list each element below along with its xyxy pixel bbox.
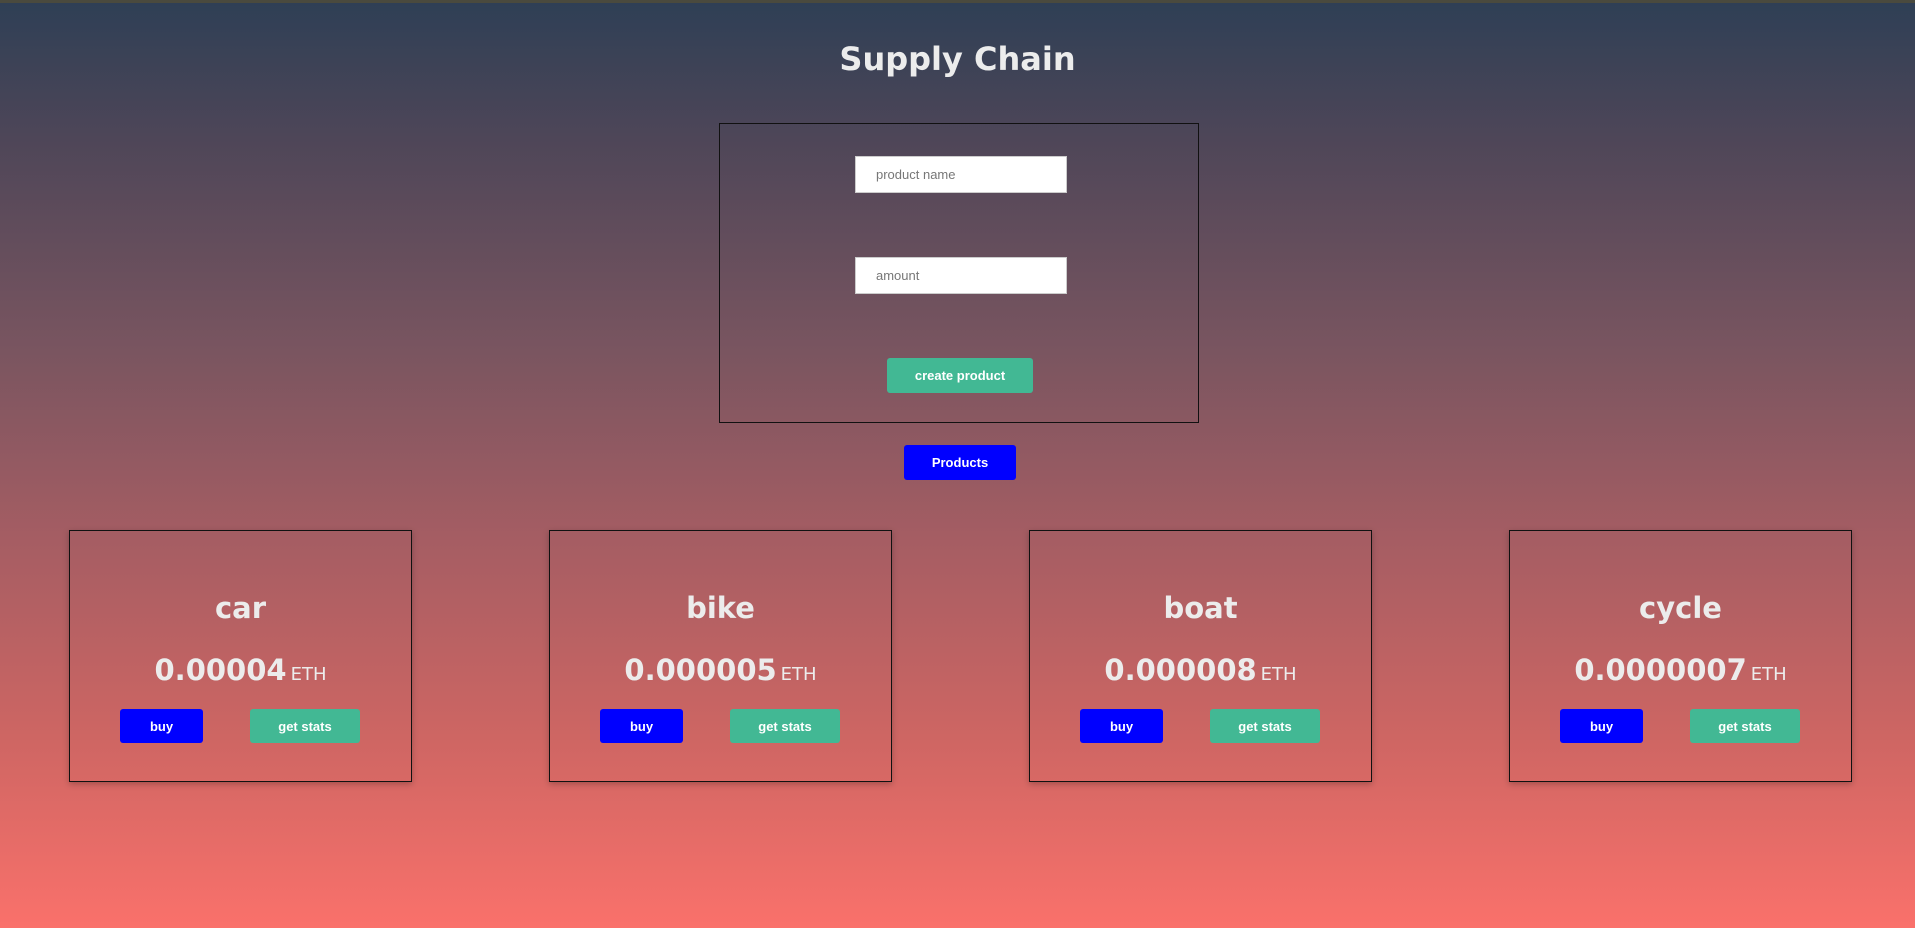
product-name: boat (1163, 591, 1238, 625)
get-stats-button[interactable]: get stats (1210, 709, 1320, 743)
get-stats-button[interactable]: get stats (730, 709, 840, 743)
buy-button[interactable]: buy (120, 709, 203, 743)
get-stats-button[interactable]: get stats (250, 709, 360, 743)
buy-button[interactable]: buy (600, 709, 683, 743)
buy-button[interactable]: buy (1080, 709, 1163, 743)
product-name: bike (686, 591, 755, 625)
price-value: 0.00004 (154, 653, 287, 687)
price-value: 0.000005 (624, 653, 777, 687)
get-stats-button[interactable]: get stats (1690, 709, 1800, 743)
price-unit: ETH (780, 664, 817, 685)
price-value: 0.0000007 (1574, 653, 1747, 687)
price-value: 0.000008 (1104, 653, 1257, 687)
amount-input[interactable] (855, 257, 1067, 294)
product-name-input[interactable] (855, 156, 1067, 193)
top-border-line (0, 0, 1915, 3)
create-product-form: create product (719, 123, 1199, 423)
buy-button[interactable]: buy (1560, 709, 1643, 743)
create-product-button[interactable]: create product (887, 358, 1033, 393)
price-unit: ETH (290, 664, 327, 685)
price-unit: ETH (1750, 664, 1787, 685)
page-title: Supply Chain (839, 40, 1076, 78)
product-name: cycle (1639, 591, 1722, 625)
price-unit: ETH (1260, 664, 1297, 685)
products-button[interactable]: Products (904, 445, 1016, 480)
product-name: car (214, 591, 267, 625)
